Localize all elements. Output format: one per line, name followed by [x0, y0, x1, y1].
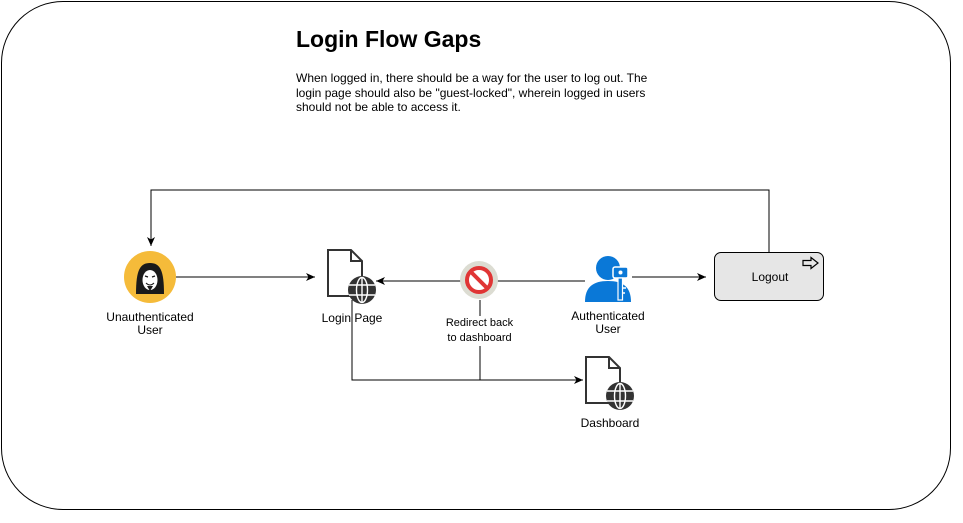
- logout-label: Logout: [751, 270, 789, 284]
- diagram-frame: [1, 1, 951, 510]
- redirect-label: Redirect back to dashboard: [437, 316, 522, 346]
- dashboard-label: Dashboard: [580, 416, 640, 430]
- login-page-label: Login Page: [321, 311, 383, 325]
- logout-node[interactable]: Logout: [714, 252, 824, 301]
- diagram-title: Login Flow Gaps: [296, 26, 482, 52]
- prohibited-icon[interactable]: [460, 261, 498, 299]
- web-page-icon[interactable]: [327, 249, 376, 304]
- unauthenticated-user-label: Unauthenticated User: [106, 310, 194, 337]
- authenticated-user-label: Authenticated User: [571, 309, 645, 336]
- user-key-icon[interactable]: [585, 256, 631, 302]
- edge-login-to-dashboard: [351, 300, 583, 384]
- edge-logout-to-unauthenticated: [147, 189, 770, 252]
- logout-arrow-icon: [802, 256, 819, 270]
- web-page-icon[interactable]: [585, 356, 634, 410]
- hacker-avatar-icon[interactable]: [124, 251, 176, 303]
- diagram-description: When logged in, there should be a way fo…: [296, 71, 648, 114]
